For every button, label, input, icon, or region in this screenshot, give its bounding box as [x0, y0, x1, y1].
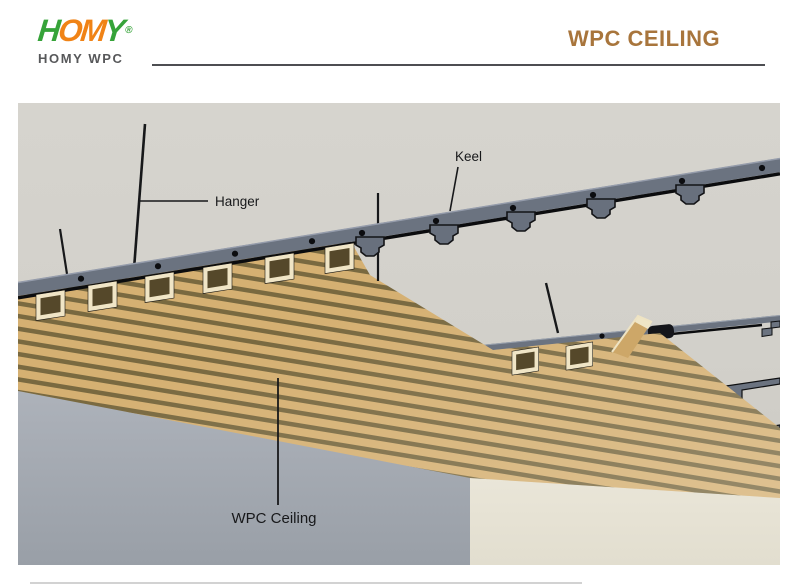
batten-tube	[565, 341, 594, 371]
batten-tube	[324, 242, 355, 275]
brand-logo-subtitle: HOMY WPC	[38, 51, 124, 66]
batten-tube	[144, 271, 175, 304]
batten-tube	[87, 280, 118, 313]
batten-tube	[511, 346, 540, 376]
batten-tube	[202, 262, 233, 295]
label-hanger: Hanger	[215, 194, 260, 209]
hanger-rod	[544, 282, 560, 334]
keel-screw-dots	[77, 164, 766, 282]
brand-logo: HOMY® HOMY WPC	[36, 13, 170, 66]
logo-letter: Y	[102, 13, 125, 48]
registered-trademark-symbol: ®	[124, 25, 134, 36]
callout-hanger: Hanger	[139, 194, 260, 209]
header-divider	[152, 64, 765, 66]
brand-logo-wordmark: HOMY®	[36, 13, 170, 48]
page-title: WPC CEILING	[568, 26, 721, 51]
wall-left	[18, 391, 470, 565]
wpc-ceiling-battens	[18, 240, 780, 498]
label-wpc-ceiling: WPC Ceiling	[231, 510, 316, 527]
label-keel: Keel	[455, 149, 482, 164]
batten-tube	[35, 289, 66, 322]
callout-keel: Keel	[449, 149, 482, 212]
hanger-rod	[132, 123, 147, 270]
wpc-ceiling-installation-diagram: Hanger Keel WPC Ceiling	[18, 103, 780, 565]
hanger-rod	[58, 228, 69, 275]
callout-wpc-ceiling: WPC Ceiling	[231, 378, 317, 527]
angled-batten	[611, 314, 653, 358]
cropped-bottom-strip	[30, 582, 582, 584]
batten-tube	[264, 252, 295, 285]
